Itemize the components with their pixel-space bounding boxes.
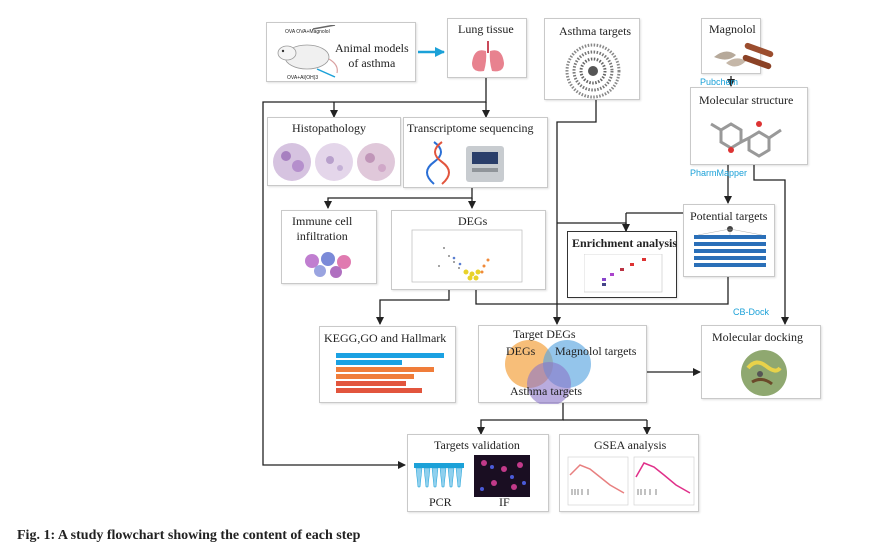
- volcano-plot-icon: [411, 229, 523, 283]
- animal-label-bottom: OVA+Al(OH)3: [287, 75, 319, 81]
- animal-label-top: OVA OVA+Magnolol: [285, 29, 330, 35]
- venn-asthma-label: Asthma targets: [510, 384, 583, 398]
- pcr-label: PCR: [429, 495, 452, 509]
- potential-targets-title: Potential targets: [690, 209, 768, 223]
- pubchem-label: Pubchem: [700, 77, 739, 87]
- venn-degs-label: DEGs: [506, 344, 536, 358]
- kegg-title: KEGG,GO and Hallmark: [324, 331, 447, 345]
- pharmmapper-label: PharmMapper: [690, 168, 748, 178]
- immune-cell-box: Immune cell infiltration: [281, 210, 377, 284]
- gsea-plots-icon: [567, 456, 695, 506]
- line-to-enrichment: [557, 222, 630, 232]
- docking-icon: [741, 350, 787, 396]
- molecule-icon: [710, 121, 782, 158]
- target-degs-title: Target DEGs: [513, 327, 576, 341]
- target-network-icon: [694, 226, 766, 267]
- immune-cell-title: Immune cell infiltration: [292, 214, 353, 243]
- targets-validation-box: Targets validation PCR IF: [407, 434, 549, 512]
- line-transcriptome-branch: [324, 188, 473, 209]
- cbdock-label: CB-Dock: [733, 307, 770, 317]
- if-image-icon: [474, 455, 530, 497]
- cells-icon: [305, 252, 351, 278]
- gsea-title: GSEA analysis: [594, 438, 667, 452]
- target-degs-box: Target DEGs DEGs Magnolol targets Asthma…: [478, 325, 647, 404]
- bark-icon: [714, 42, 774, 70]
- lung-tissue-box: Lung tissue: [447, 18, 527, 78]
- asthma-targets-box: Asthma targets: [544, 18, 640, 100]
- line-degs-to-kegg: [376, 290, 450, 325]
- magnolol-box: Magnolol: [701, 18, 774, 74]
- dot-plot-icon: [584, 254, 663, 293]
- venn-diagram-icon: [505, 340, 591, 404]
- figure-caption: Fig. 1: A study flowchart showing the co…: [17, 528, 361, 543]
- molecular-structure-title: Molecular structure: [699, 93, 794, 107]
- bar-chart-icon: [336, 353, 444, 393]
- animal-models-title: Animal models of asthma: [335, 41, 409, 70]
- sequencer-icon: [426, 141, 504, 185]
- lung-icon: [472, 41, 504, 72]
- rat-icon: [277, 25, 338, 78]
- potential-targets-box: Potential targets: [683, 204, 775, 277]
- molecular-docking-title: Molecular docking: [712, 330, 803, 344]
- targets-validation-title: Targets validation: [434, 438, 520, 452]
- transcriptome-box: Transcriptome sequencing: [403, 117, 548, 188]
- kegg-box: KEGG,GO and Hallmark: [319, 326, 456, 403]
- if-label: IF: [499, 495, 510, 509]
- degs-box: DEGs: [391, 210, 546, 290]
- asthma-targets-title: Asthma targets: [559, 24, 632, 38]
- transcriptome-title: Transcriptome sequencing: [407, 121, 534, 135]
- pcr-tubes-icon: [414, 463, 464, 488]
- venn-magnolol-label: Magnolol targets: [555, 344, 637, 358]
- histopathology-box: Histopathology: [267, 117, 401, 186]
- animal-models-box: OVA OVA+Magnolol OVA+Al(OH)3 Animal mode…: [266, 22, 416, 82]
- line-target-branch: [477, 403, 564, 435]
- network-icon: [565, 43, 621, 99]
- lung-tissue-title: Lung tissue: [458, 22, 514, 36]
- magnolol-title: Magnolol: [709, 22, 756, 36]
- degs-title: DEGs: [458, 214, 488, 228]
- gsea-box: GSEA analysis: [559, 434, 699, 512]
- molecular-structure-box: Molecular structure: [690, 87, 808, 165]
- tissue-slides-icon: [273, 143, 395, 181]
- histopathology-title: Histopathology: [292, 121, 366, 135]
- enrichment-box: Enrichment analysis: [567, 231, 677, 298]
- molecular-docking-box: Molecular docking: [701, 325, 821, 399]
- enrichment-title: Enrichment analysis: [572, 236, 678, 250]
